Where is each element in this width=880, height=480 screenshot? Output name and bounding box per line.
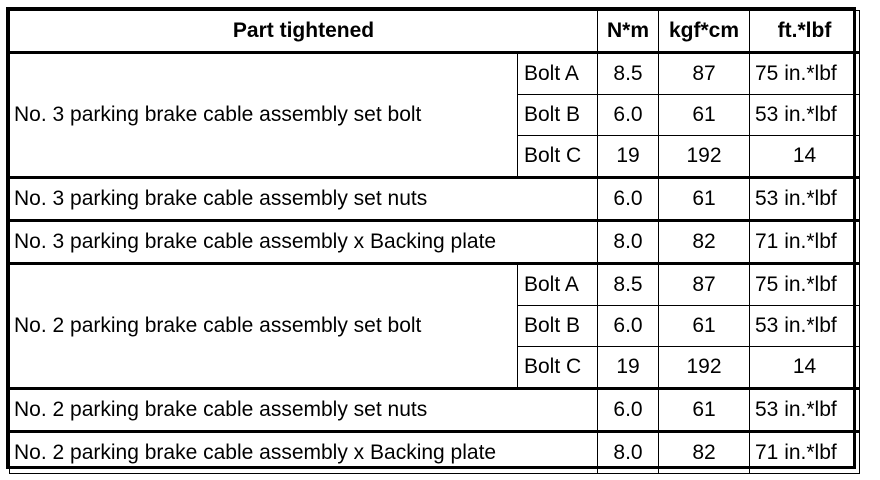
kgf-cell: 87: [658, 52, 750, 95]
part-cell: No. 2 parking brake cable assembly set n…: [9, 388, 598, 433]
nm-cell: 19: [597, 346, 659, 390]
part-cell: No. 2 parking brake cable assembly x Bac…: [9, 431, 598, 474]
nm-cell: 6.0: [597, 177, 659, 222]
bolt-cell: Bolt B: [517, 94, 598, 136]
header-ft-lbf: ft.*lbf: [749, 10, 860, 54]
bolt-cell: Bolt A: [517, 52, 598, 95]
kgf-cell: 192: [658, 135, 750, 179]
table-row: Bolt B 6.0 61 53 in.*lbf: [10, 94, 860, 136]
kgf-cell: 87: [658, 263, 750, 306]
ft-cell: 53 in.*lbf: [749, 94, 860, 136]
table-row: No. 2 parking brake cable assembly x Bac…: [9, 431, 860, 474]
torque-spec-table: Part tightened N*m kgf*cm ft.*lbf No. 3 …: [9, 10, 860, 474]
ft-cell: 75 in.*lbf: [749, 52, 860, 95]
table-row: No. 2 parking brake cable assembly set n…: [9, 388, 860, 433]
nm-cell: 19: [597, 135, 659, 179]
bolt-cell: Bolt C: [517, 135, 598, 179]
bolt-cell: Bolt B: [517, 305, 598, 347]
nm-cell: 8.0: [597, 431, 659, 474]
bolt-cell: Bolt C: [517, 346, 598, 390]
table-row: Bolt B 6.0 61 53 in.*lbf: [10, 305, 860, 347]
ft-cell: 75 in.*lbf: [749, 263, 860, 306]
table-row: No. 3 parking brake cable assembly set n…: [9, 177, 860, 222]
nm-cell: 6.0: [597, 388, 659, 433]
kgf-cell: 61: [658, 388, 750, 433]
nm-cell: 6.0: [597, 305, 659, 347]
table-header-row: Part tightened N*m kgf*cm ft.*lbf: [9, 10, 860, 54]
table-row: Bolt C 19 192 14: [10, 346, 860, 390]
header-nm: N*m: [597, 10, 659, 54]
nm-cell: 8.5: [597, 52, 659, 95]
header-kgf-cm: kgf*cm: [658, 10, 750, 54]
kgf-cell: 82: [658, 431, 750, 474]
part-cell: No. 3 parking brake cable assembly x Bac…: [9, 220, 598, 265]
nm-cell: 8.5: [597, 263, 659, 306]
table-row: No. 3 parking brake cable assembly set b…: [9, 52, 860, 179]
part-cell: No. 3 parking brake cable assembly set b…: [9, 52, 518, 179]
ft-cell: 53 in.*lbf: [749, 388, 860, 433]
ft-cell: 53 in.*lbf: [749, 177, 860, 222]
kgf-cell: 192: [658, 346, 750, 390]
table-row: Bolt C 19 192 14: [10, 135, 860, 179]
ft-cell: 14: [749, 135, 860, 179]
kgf-cell: 82: [658, 220, 750, 265]
part-cell: No. 3 parking brake cable assembly set n…: [9, 177, 598, 222]
part-cell: No. 2 parking brake cable assembly set b…: [9, 263, 518, 390]
table-row: No. 2 parking brake cable assembly set b…: [9, 263, 860, 390]
header-part-tightened: Part tightened: [9, 10, 598, 54]
ft-cell: 71 in.*lbf: [749, 220, 860, 265]
ft-cell: 53 in.*lbf: [749, 305, 860, 347]
table-row: No. 3 parking brake cable assembly x Bac…: [9, 220, 860, 265]
ft-cell: 71 in.*lbf: [749, 431, 860, 474]
kgf-cell: 61: [658, 94, 750, 136]
nm-cell: 8.0: [597, 220, 659, 265]
kgf-cell: 61: [658, 305, 750, 347]
nm-cell: 6.0: [597, 94, 659, 136]
bolt-cell: Bolt A: [517, 263, 598, 306]
kgf-cell: 61: [658, 177, 750, 222]
torque-spec-table-frame: Part tightened N*m kgf*cm ft.*lbf No. 3 …: [6, 7, 860, 474]
ft-cell: 14: [749, 346, 860, 390]
